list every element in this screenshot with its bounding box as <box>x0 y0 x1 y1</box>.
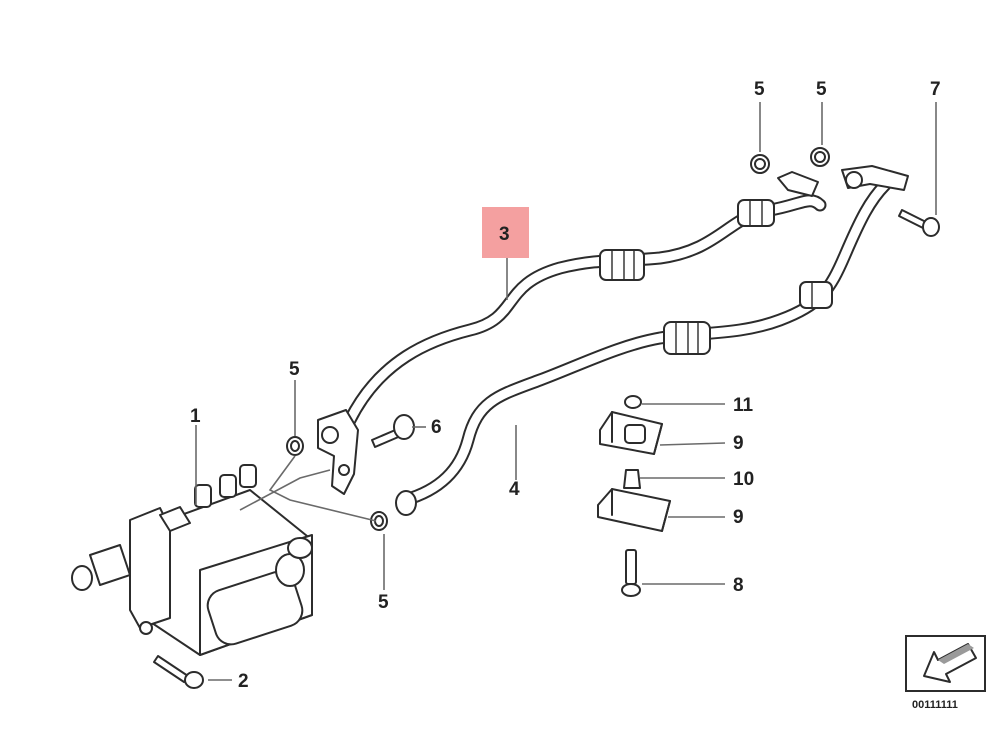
callout-2: 2 <box>238 671 249 692</box>
bolt-2 <box>153 655 204 689</box>
bolt-6 <box>371 414 415 448</box>
callout-5-bottom: 5 <box>378 592 389 613</box>
callout-9-upper: 9 <box>733 433 744 454</box>
reference-code: 00111111 <box>912 699 958 711</box>
clamp-assembly <box>597 395 671 597</box>
bolt-7 <box>898 209 940 237</box>
callout-7: 7 <box>930 79 941 100</box>
callout-11: 11 <box>733 395 754 416</box>
leader-lines <box>195 102 937 681</box>
hose-line-4 <box>395 165 909 516</box>
callout-5-middle: 5 <box>289 359 300 380</box>
callout-4: 4 <box>509 479 520 500</box>
direction-arrow-box <box>905 635 986 692</box>
callout-10: 10 <box>733 469 754 490</box>
callout-8: 8 <box>733 575 744 596</box>
arrow-down-left-icon <box>923 643 977 683</box>
hose-bracket <box>317 409 359 495</box>
callout-6: 6 <box>431 417 442 438</box>
hose-line-3 <box>343 171 827 427</box>
callout-3: 3 <box>499 224 510 245</box>
seal-rings <box>286 147 830 531</box>
callout-5-top-right: 5 <box>816 79 827 100</box>
callout-5-top-left: 5 <box>754 79 765 100</box>
callout-1: 1 <box>190 406 201 427</box>
oil-cooler <box>71 464 313 656</box>
callout-3-highlight <box>482 207 529 258</box>
callout-9-lower: 9 <box>733 507 744 528</box>
